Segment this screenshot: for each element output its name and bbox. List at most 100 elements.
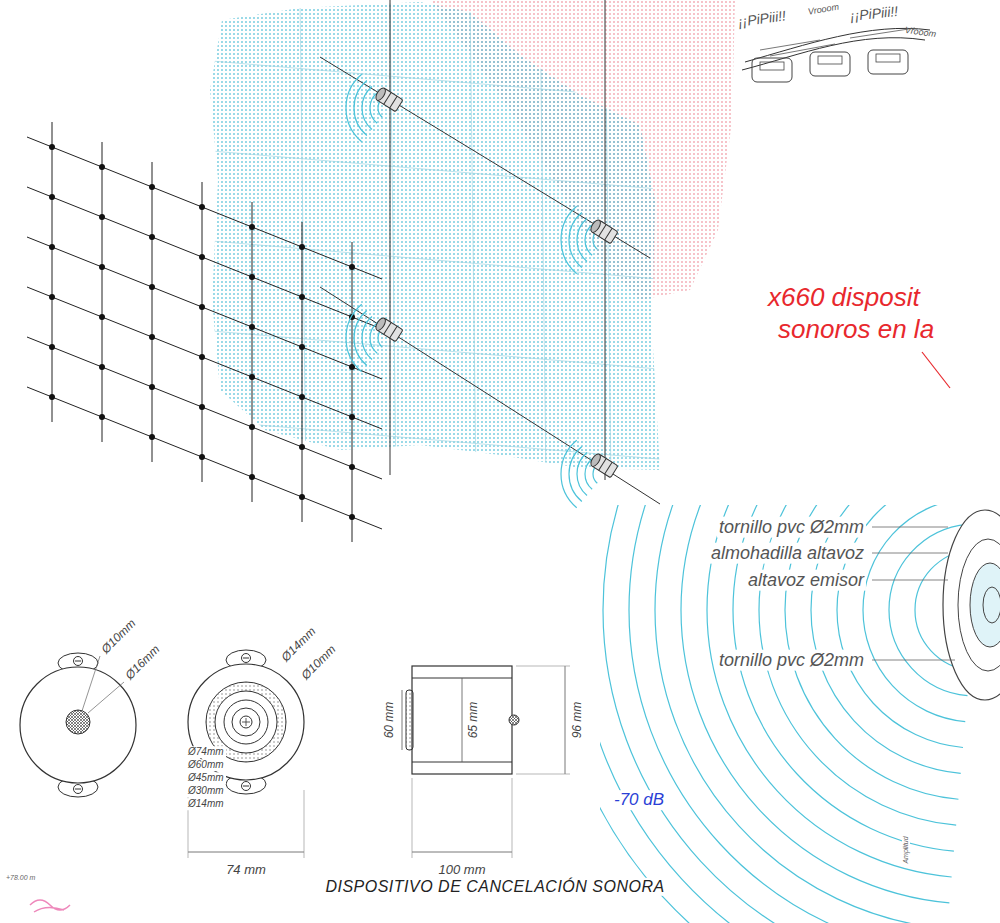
grid-node (99, 364, 105, 370)
center-mark (246, 718, 247, 726)
sound-arc (629, 505, 945, 923)
sound-arc (603, 505, 943, 923)
sound-wave (577, 453, 587, 496)
speaker-pad (406, 690, 413, 750)
dimension: 96 mm (571, 700, 585, 741)
grid-node (199, 204, 205, 210)
grid-node (49, 144, 55, 150)
grid-node (249, 424, 255, 430)
speaker-ring (232, 708, 260, 736)
grid-node (49, 394, 55, 400)
part-name: tornillo pvc Ø2mm (717, 517, 866, 538)
leader-line (88, 682, 124, 713)
extension-line (516, 774, 570, 775)
device-band (384, 92, 391, 104)
car-window (876, 54, 900, 62)
device-side (412, 666, 512, 774)
car-window (818, 56, 842, 64)
part-name: tornillo pvc Ø2mm (717, 650, 866, 671)
panel-grid (200, 0, 670, 480)
device-icon (589, 218, 618, 243)
leader-line (872, 580, 948, 581)
device-band (605, 228, 612, 240)
dimension-line (462, 678, 463, 762)
grid-line (52, 122, 53, 422)
mesh-grille (66, 710, 90, 734)
dimension-line (402, 690, 403, 750)
panel-grid-line (200, 150, 670, 190)
grid-node (149, 284, 155, 290)
leader-line (872, 527, 948, 528)
red-leader (922, 352, 950, 388)
speaker-ring (215, 691, 277, 753)
screw-hole (242, 654, 251, 663)
device-band (599, 224, 606, 236)
grid-line (27, 387, 382, 529)
grid-node (349, 364, 355, 370)
note: +78.00 m (6, 874, 35, 882)
device-end (589, 452, 602, 468)
grid-node (49, 244, 55, 250)
sound-arc (707, 505, 952, 877)
device-icon (589, 452, 618, 477)
grid-node (349, 514, 355, 520)
car-sketch (752, 58, 792, 82)
part-name: altavoz emisor (746, 570, 866, 591)
leader-line (872, 660, 955, 661)
grid-node (199, 454, 205, 460)
screw-slot (243, 786, 249, 787)
grid-line (102, 142, 103, 442)
dimension: 74 mm (224, 863, 268, 878)
grid-node (99, 214, 105, 220)
sound-waves (346, 74, 597, 507)
grid-node (299, 494, 305, 500)
cyan-panel (210, 2, 660, 470)
car-window (760, 62, 784, 70)
grid-node (299, 294, 305, 300)
device-band (390, 326, 397, 338)
grid-line (352, 242, 353, 542)
device-drawings (20, 650, 570, 912)
note: sonoros en la (778, 315, 934, 345)
device-band (605, 462, 612, 474)
device-icon (374, 316, 403, 341)
car-sketch (810, 52, 850, 76)
screw-hole (74, 785, 83, 794)
grid-node (149, 184, 155, 190)
sound-wave (362, 87, 372, 130)
road-line (742, 38, 925, 70)
grid-line (252, 202, 253, 502)
speaker-detail (872, 510, 1000, 700)
cables (320, 0, 660, 504)
grid-node (349, 414, 355, 420)
grid-node (49, 294, 55, 300)
sound-wave (577, 219, 587, 262)
speaker-ring (958, 539, 1000, 671)
dimension: Ø30mm (186, 785, 226, 797)
note: x660 disposit (768, 283, 920, 313)
grid-node (99, 264, 105, 270)
grid-node (249, 224, 255, 230)
sound-arc (600, 505, 940, 923)
dimension: Ø10mm (299, 643, 339, 683)
extension-line (304, 790, 305, 858)
dimension: 65 mm (467, 700, 481, 741)
device-end (374, 316, 387, 332)
pink-scribble (30, 900, 70, 912)
sound-word: ¡¡PiPiii!! (737, 7, 787, 30)
screw-slot (75, 789, 81, 790)
speaker-pad (943, 510, 1000, 700)
grid-node (299, 344, 305, 350)
grid-node (249, 374, 255, 380)
dimension-line (412, 852, 512, 853)
grid-node (49, 344, 55, 350)
speaker-ring (240, 716, 252, 728)
grid-node (249, 474, 255, 480)
panel-grid-line (200, 60, 670, 100)
mesh-grille (509, 715, 519, 725)
devices (374, 86, 618, 477)
sound-wave (561, 440, 577, 507)
device-band (390, 96, 397, 108)
screw-slot (243, 658, 249, 659)
